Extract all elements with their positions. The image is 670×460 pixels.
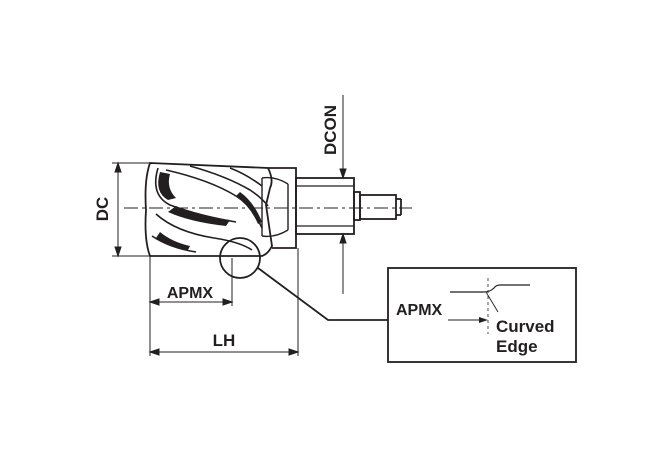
dcon-dimension	[339, 95, 347, 294]
detail-apmx-label: APMX	[396, 302, 443, 319]
flute-shade-2	[168, 206, 230, 226]
lh-dimension	[148, 348, 300, 356]
detail-leader-line	[257, 267, 388, 321]
flute-shade-3	[156, 232, 190, 250]
flute-shade-1	[158, 172, 176, 200]
dc-dimension	[112, 161, 150, 258]
flute-5	[189, 165, 269, 207]
flute-3	[155, 213, 253, 251]
dc-label: DC	[93, 197, 112, 222]
thread-end	[353, 191, 402, 221]
apmx-label: APMX	[167, 285, 214, 302]
curved-edge-label-line2: Edge	[496, 337, 538, 356]
curved-edge-pointer	[485, 291, 499, 313]
detail-apmx-arrow	[479, 317, 488, 323]
dcon-label: DCON	[321, 105, 340, 155]
thread-body	[359, 194, 397, 220]
flute-4	[151, 235, 197, 253]
flute-6	[229, 167, 263, 187]
extension-lines	[149, 248, 299, 356]
lh-label: LH	[213, 331, 236, 350]
shank	[295, 177, 355, 235]
detail-callout-circle	[219, 237, 261, 279]
apmx-dimension	[148, 298, 234, 306]
cutting-head-outline	[144, 162, 273, 257]
curved-edge-label-line1: Curved	[496, 317, 555, 336]
cutting-head	[144, 162, 273, 257]
detail-box	[387, 267, 577, 363]
